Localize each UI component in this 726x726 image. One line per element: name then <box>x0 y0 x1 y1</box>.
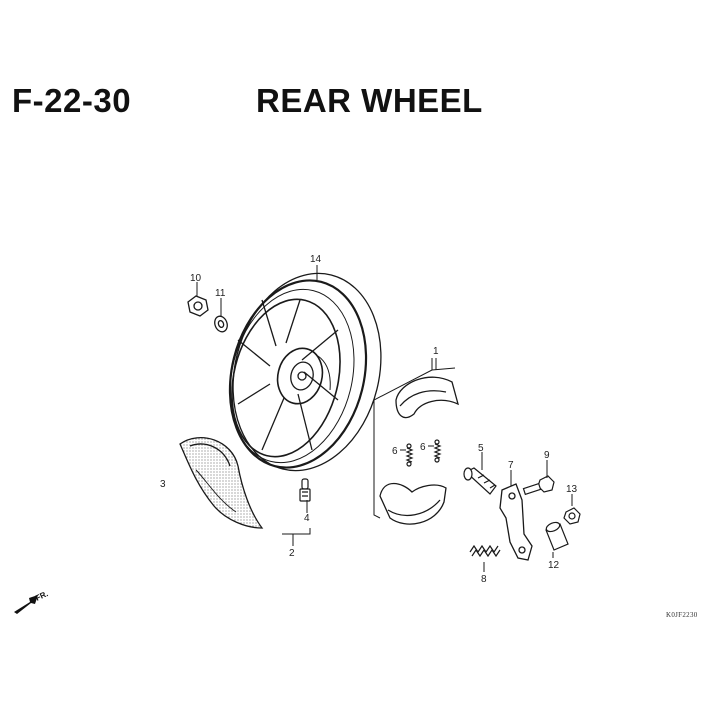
callout-12: 12 <box>548 560 560 571</box>
callout-8: 8 <box>481 574 487 585</box>
tire-part[interactable] <box>179 437 264 529</box>
callout-6-right: 6 <box>420 442 426 453</box>
callout-5: 5 <box>478 443 484 454</box>
reference-code: K0JF2230 <box>666 611 698 619</box>
callout-6-left: 6 <box>392 446 398 457</box>
callout-13: 13 <box>566 484 578 495</box>
brake-spring-part-right[interactable] <box>433 439 442 463</box>
leader-lines <box>196 265 573 572</box>
front-arrow-icon: FR. <box>14 589 50 614</box>
lock-nut-part[interactable] <box>563 507 581 525</box>
return-spring-part[interactable] <box>469 544 501 558</box>
brake-spring-part-left[interactable] <box>405 443 414 467</box>
brake-shoe-upper-part[interactable] <box>395 376 459 419</box>
diagram-title: REAR WHEEL <box>256 82 483 119</box>
diagram-code: F-22-30 <box>12 82 132 119</box>
bolt-part[interactable] <box>522 475 555 496</box>
callout-labels: 14 10 11 1 3 4 2 6 6 5 7 9 13 12 8 <box>160 254 578 585</box>
rear-wheel-part[interactable] <box>211 258 401 487</box>
washer-part[interactable] <box>213 314 230 333</box>
brake-cam-part[interactable] <box>463 467 497 495</box>
callout-3: 3 <box>160 479 166 490</box>
callout-4: 4 <box>304 513 310 524</box>
axle-nut-part[interactable] <box>187 295 209 317</box>
callout-1: 1 <box>433 346 439 357</box>
callout-2: 2 <box>289 548 295 559</box>
callout-7: 7 <box>508 460 514 471</box>
brake-shoe-lower-part[interactable] <box>379 482 447 525</box>
brake-arm-part[interactable] <box>499 483 533 561</box>
callout-9: 9 <box>544 450 550 461</box>
collar-part[interactable] <box>545 521 569 551</box>
direction-label: FR. <box>34 589 49 603</box>
callout-10: 10 <box>190 273 202 284</box>
callout-14: 14 <box>310 254 322 265</box>
valve-part[interactable] <box>299 478 311 502</box>
callout-11: 11 <box>215 288 226 299</box>
